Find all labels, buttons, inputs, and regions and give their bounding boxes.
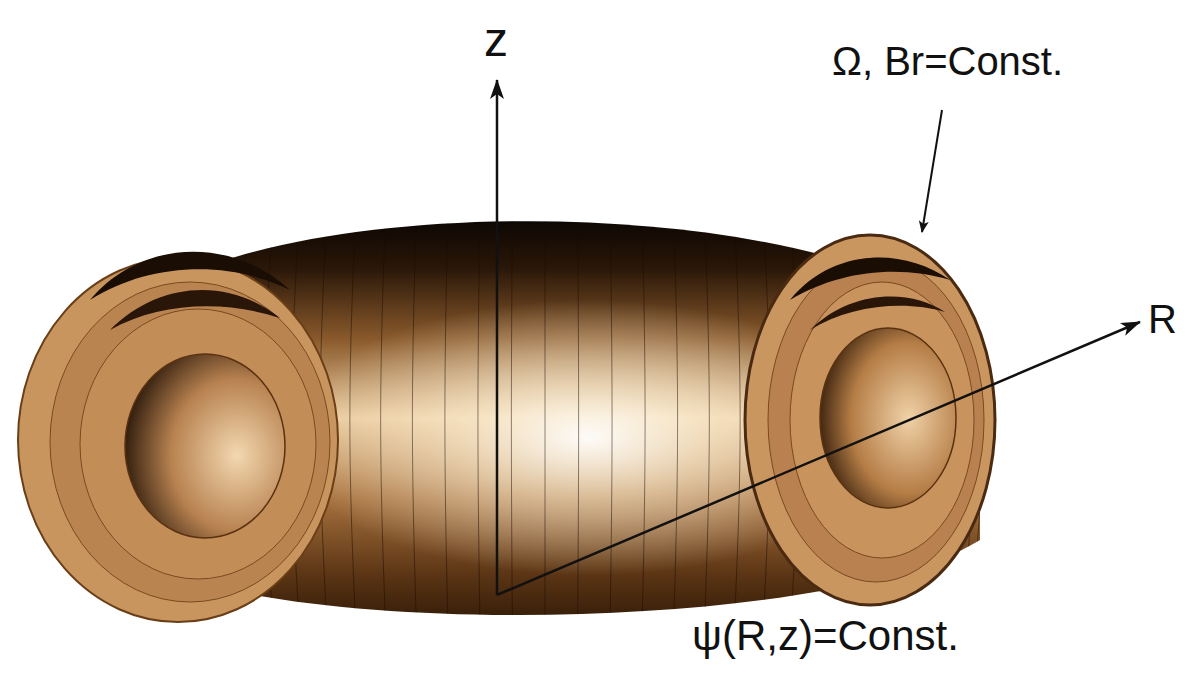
right-cross-section [745,235,995,605]
meridian-line [381,170,388,670]
meridian-line [511,170,512,670]
meridian-line [732,170,740,670]
meridian-line [641,170,645,670]
surface-label: Ω, Br=Const. [832,38,1063,84]
meridian-line [577,170,578,670]
r-axis [497,322,1140,595]
meridian-line [609,170,612,670]
meridian-line [445,170,449,670]
meridian-line [672,170,678,670]
z-axis [496,80,499,595]
meridian-line [702,170,709,670]
meridian-line [545,170,546,670]
surface-label: ψ(R,z)=Const. [692,612,959,660]
axis-label: z [484,12,508,67]
leader-line [922,110,942,232]
meridian-line [412,170,418,670]
axis-label: R [1148,296,1177,342]
meridian-line [478,170,481,670]
left-cross-section [18,252,338,622]
meridian-line [350,170,358,670]
